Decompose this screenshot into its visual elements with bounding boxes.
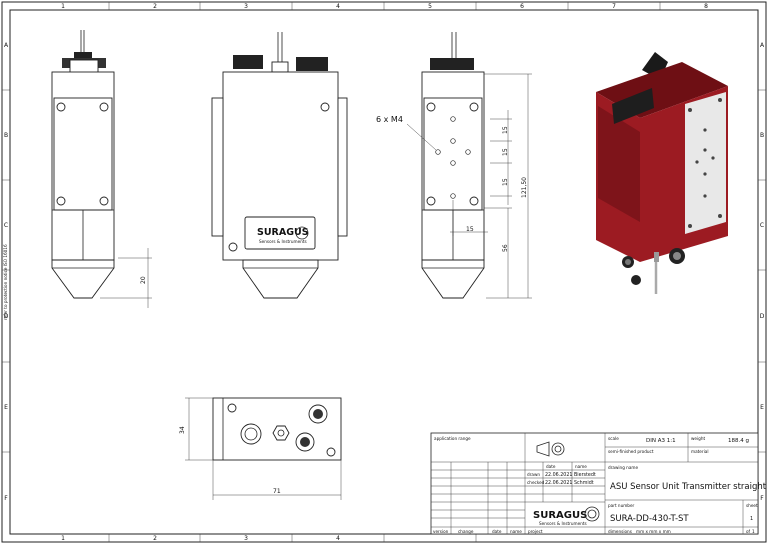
title-block: application range scale DIN A3 1:1 weigh…	[430, 432, 767, 535]
front-view: SURAGUS Sensors & Instruments	[211, 32, 348, 299]
version-label: version	[433, 529, 449, 534]
column-ticks	[108, 2, 661, 542]
col-label: 4	[336, 535, 340, 542]
material-label: material	[691, 449, 708, 454]
of-value: 1	[752, 529, 755, 534]
dim-hole-spacing-2: 15	[502, 148, 509, 156]
dim-bottom-width: 71	[273, 488, 281, 495]
row-label: C	[4, 222, 8, 229]
drawn-name: Bierstedt	[574, 472, 596, 478]
holes-label: 6 x M4	[376, 115, 403, 124]
row-label: F	[4, 495, 8, 502]
row-label: A	[760, 42, 765, 49]
col-label: 8	[704, 3, 708, 10]
name-label: name	[510, 529, 522, 534]
dimensions-value: mm x mm x mm	[636, 529, 671, 534]
date-label: date	[492, 529, 502, 534]
row-label: A	[4, 42, 9, 49]
checked-name: Schmidt	[574, 480, 594, 486]
col-label: 1	[61, 535, 65, 542]
application-range-label: application range	[434, 436, 471, 441]
row-label: D	[760, 313, 765, 320]
semi-finished-label: semi-finished product	[608, 449, 654, 454]
name-header: name	[575, 464, 587, 469]
row-label: B	[4, 132, 8, 139]
col-label: 6	[520, 3, 524, 10]
col-label: 7	[612, 3, 616, 10]
col-label: 3	[244, 535, 248, 542]
row-labels: A B C D E F A B C D E F	[4, 42, 765, 502]
checked-label: checked	[527, 480, 545, 485]
sheet-label: sheet	[746, 503, 758, 508]
row-label: D	[4, 313, 9, 320]
bottom-view: 34 71	[179, 397, 342, 500]
col-label: 5	[428, 3, 432, 10]
drawn-date: 22.06.2021	[545, 472, 572, 478]
sheet-value: 1	[750, 516, 753, 522]
project-label: project	[528, 529, 543, 534]
row-ticks	[2, 89, 766, 453]
date-header: date	[546, 464, 556, 469]
dim-lower-height: 56	[502, 244, 509, 252]
col-label: 2	[153, 3, 157, 10]
dim-tip-height: 20	[140, 276, 147, 284]
isometric-render	[596, 52, 728, 294]
checked-date: 22.06.2021	[545, 480, 572, 486]
side-view-right: 6 x M4 15 15 15 121,50 56 15	[376, 32, 532, 299]
row-label: C	[760, 222, 764, 229]
title-logo-tagline: Sensors & Instruments	[539, 521, 587, 526]
col-label: 2	[153, 535, 157, 542]
col-label: 1	[61, 3, 65, 10]
change-label: change	[458, 529, 474, 534]
title-logo-brand: SURAGUS	[533, 510, 587, 521]
projection-symbol	[536, 441, 565, 457]
dim-bottom-depth: 34	[179, 426, 186, 434]
weight-value: 188.4 g	[728, 438, 749, 444]
dim-total-height: 121,50	[521, 177, 528, 198]
drawing-name-label: drawing name	[608, 465, 638, 470]
drawing-name: ASU Sensor Unit Transmitter straight	[610, 482, 767, 492]
front-logo-brand: SURAGUS	[257, 227, 309, 238]
front-logo-tagline: Sensors & Instruments	[259, 239, 307, 244]
column-labels: 1 2 3 4 5 6 7 8 1 2 3 4	[61, 3, 708, 542]
dim-hole-spacing-1: 15	[502, 126, 509, 134]
scale-label: scale	[608, 436, 619, 441]
weight-label: weight	[691, 436, 705, 441]
part-number: SURA-DD-430-T-ST	[610, 514, 689, 524]
drawn-label: drawn	[527, 472, 540, 477]
dimensions-label: dimensions	[608, 529, 632, 534]
side-view-left: 20	[51, 30, 152, 308]
col-label: 3	[244, 3, 248, 10]
dim-hole-offset: 15	[466, 226, 474, 233]
scale-value: DIN A3 1:1	[646, 438, 676, 444]
row-label: F	[760, 495, 764, 502]
of-label: of	[746, 529, 751, 534]
row-label: B	[760, 132, 764, 139]
protection-notice: refer to protection notice ISO 16016	[3, 244, 8, 320]
row-label: E	[4, 404, 8, 411]
part-number-label: part number	[608, 503, 635, 508]
col-label: 4	[336, 3, 340, 10]
row-label: E	[760, 404, 764, 411]
mounting-plate	[685, 92, 726, 234]
dim-hole-spacing-3: 15	[502, 178, 509, 186]
